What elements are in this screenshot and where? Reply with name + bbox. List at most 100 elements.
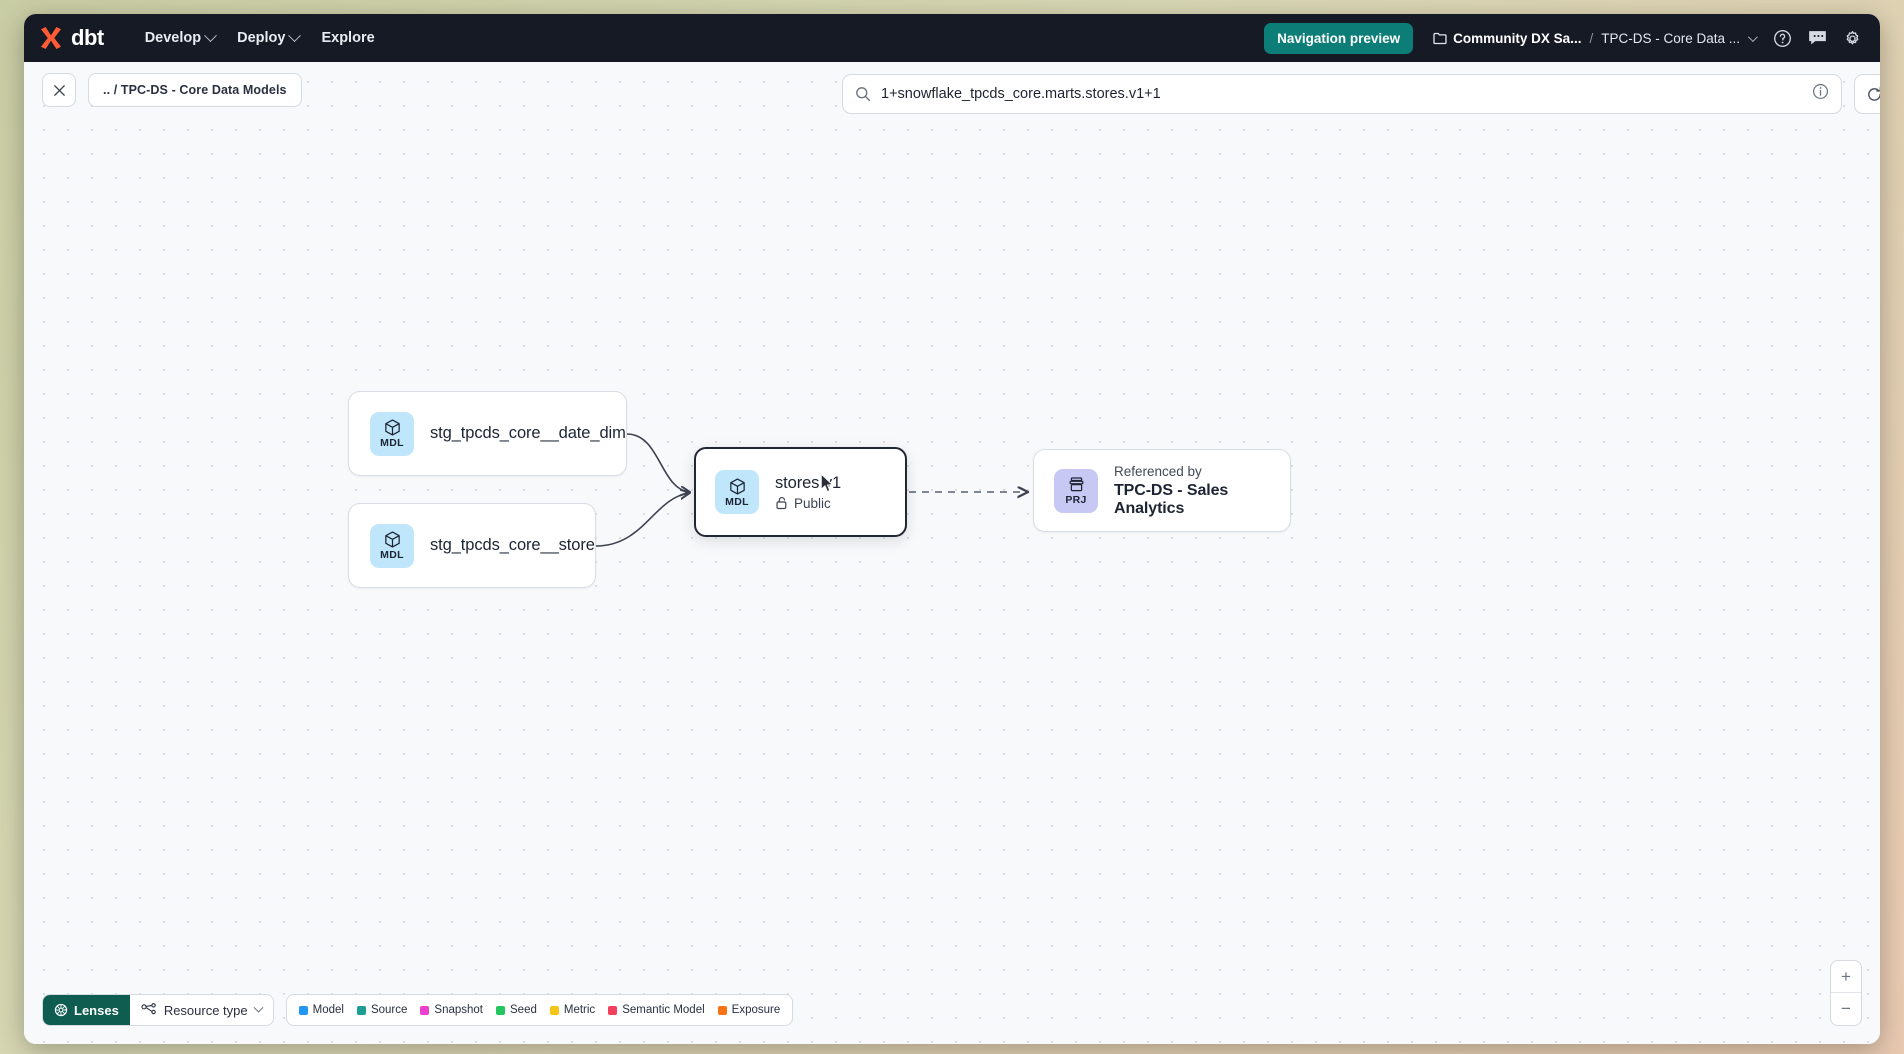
- legend-swatch: [717, 1005, 727, 1015]
- nodes-icon: [141, 1003, 156, 1015]
- legend-swatch: [549, 1005, 559, 1015]
- legend-item[interactable]: Snapshot: [420, 1004, 483, 1016]
- chevron-down-icon: [204, 28, 217, 42]
- model-badge: MDL: [370, 411, 414, 456]
- zoom-out-button[interactable]: −: [1841, 999, 1851, 1018]
- lenses-label: Lenses: [74, 1002, 119, 1018]
- legend-item[interactable]: Exposure: [717, 1004, 781, 1016]
- breadcrumb: Community DX Sa... / TPC-DS - Core Data …: [1433, 30, 1758, 46]
- legend-item[interactable]: Model: [298, 1004, 344, 1016]
- node-body: stg_tpcds_core__store: [430, 536, 595, 555]
- node-title: stg_tpcds_core__store: [430, 536, 595, 554]
- search-box[interactable]: [842, 74, 1842, 114]
- legend-label: Exposure: [731, 1004, 781, 1016]
- legend-swatch: [608, 1005, 618, 1015]
- chevron-down-icon: [253, 1002, 264, 1013]
- lineage-edges: [595, 433, 1880, 547]
- cube-icon: [729, 478, 745, 495]
- edge-store-to-stores: [595, 493, 689, 547]
- close-icon: [53, 84, 65, 96]
- refresh-icon: [1867, 86, 1880, 101]
- help-icon[interactable]: [1773, 29, 1792, 48]
- legend-label: Source: [370, 1004, 408, 1016]
- nav-explore-label: Explore: [321, 30, 375, 46]
- model-badge: MDL: [715, 470, 759, 514]
- lineage-search-area: [842, 74, 1880, 114]
- model-badge-label: MDL: [380, 437, 404, 450]
- nav-deploy-label: Deploy: [237, 30, 286, 46]
- graph-node-stg-date-dim[interactable]: MDL stg_tpcds_core__date_dim: [348, 391, 627, 476]
- navigation-preview-button[interactable]: Navigation preview: [1264, 22, 1414, 54]
- legend-swatch: [298, 1005, 308, 1015]
- project-breadcrumb-pill[interactable]: .. / TPC-DS - Core Data Models: [88, 73, 302, 107]
- legend-item[interactable]: Source: [356, 1004, 408, 1016]
- refresh-button[interactable]: [1854, 74, 1880, 114]
- nav-develop[interactable]: Develop: [134, 23, 226, 53]
- model-badge-label: MDL: [380, 549, 404, 562]
- lineage-graph: MDL stg_tpcds_core__date_dim MDL stg_tpc…: [24, 62, 1880, 1044]
- node-title: TPC-DS - Sales Analytics: [1114, 481, 1229, 517]
- search-icon: [856, 87, 871, 102]
- node-kicker: Referenced by: [1114, 463, 1202, 479]
- resource-type-dropdown[interactable]: Resource type: [129, 995, 273, 1025]
- nav-deploy[interactable]: Deploy: [226, 23, 310, 53]
- nav-develop-label: Develop: [144, 30, 202, 46]
- project-badge: PRJ: [1054, 468, 1098, 513]
- graph-node-referenced-by[interactable]: PRJ Referenced by TPC-DS - Sales Analyti…: [1033, 449, 1291, 532]
- graph-node-stores-v1[interactable]: MDL stores.v1 Public: [694, 447, 907, 537]
- lens-control-group: Lenses Resource type: [42, 994, 274, 1026]
- unlock-icon: [776, 496, 787, 510]
- lenses-button[interactable]: Lenses: [43, 995, 130, 1025]
- legend-label: Seed: [510, 1004, 537, 1016]
- lens-icon: [54, 1003, 68, 1017]
- node-access-row: Public: [775, 496, 841, 511]
- legend-label: Model: [312, 1004, 344, 1016]
- legend-label: Snapshot: [434, 1004, 484, 1016]
- close-button[interactable]: [42, 73, 76, 107]
- nav-explore[interactable]: Explore: [310, 23, 385, 53]
- project-badge-label: PRJ: [1065, 494, 1087, 507]
- breadcrumb-workspace-label: Community DX Sa...: [1453, 30, 1582, 46]
- nav-icon-group: [1773, 29, 1862, 48]
- dbt-logo[interactable]: dbt: [38, 25, 104, 51]
- zoom-controls: + −: [1830, 960, 1862, 1026]
- dbt-x-icon: [38, 26, 64, 50]
- legend-item[interactable]: Seed: [496, 1004, 537, 1016]
- browser-window: dbt Develop Deploy Explore Navigation pr…: [24, 14, 1880, 1044]
- legend-swatch: [496, 1005, 506, 1015]
- top-navigation-bar: dbt Develop Deploy Explore Navigation pr…: [24, 14, 1880, 62]
- model-badge: MDL: [370, 523, 414, 568]
- edge-date-dim-to-stores: [626, 433, 689, 492]
- resource-type-legend: Model Source Snapshot Seed Metric Semantic Mo…: [285, 994, 794, 1026]
- cube-icon: [384, 531, 400, 548]
- chevron-down-icon[interactable]: [1747, 31, 1758, 42]
- legend-item[interactable]: Metric: [549, 1004, 596, 1016]
- project-icon: [1069, 477, 1083, 492]
- search-input[interactable]: [881, 86, 1802, 102]
- chevron-down-icon: [288, 28, 302, 42]
- cube-icon: [384, 419, 400, 436]
- legend-swatch: [420, 1005, 430, 1015]
- breadcrumb-workspace[interactable]: Community DX Sa...: [1433, 31, 1581, 46]
- legend-swatch: [356, 1005, 366, 1015]
- node-body: stg_tpcds_core__date_dim: [430, 424, 626, 443]
- node-title: stores.v1: [775, 473, 842, 492]
- breadcrumb-project-label[interactable]: TPC-DS - Core Data ...: [1601, 30, 1740, 46]
- node-body: stores.v1 Public: [775, 474, 841, 511]
- lineage-canvas[interactable]: MDL stg_tpcds_core__date_dim MDL stg_tpc…: [24, 62, 1880, 1044]
- legend-label: Semantic Model: [622, 1004, 705, 1016]
- graph-node-stg-store[interactable]: MDL stg_tpcds_core__store: [348, 503, 596, 588]
- resource-type-label: Resource type: [163, 1002, 248, 1018]
- breadcrumb-separator: /: [1589, 30, 1594, 46]
- zoom-in-button[interactable]: +: [1831, 961, 1861, 993]
- settings-icon[interactable]: [1843, 29, 1862, 48]
- node-title: stg_tpcds_core__date_dim: [430, 424, 626, 442]
- legend-label: Metric: [563, 1004, 596, 1016]
- node-access-label: Public: [794, 495, 831, 511]
- info-icon[interactable]: [1812, 83, 1829, 105]
- folder-icon: [1433, 32, 1447, 44]
- feedback-icon[interactable]: [1808, 29, 1827, 47]
- model-badge-label: MDL: [725, 495, 749, 508]
- legend-item[interactable]: Semantic Model: [608, 1004, 705, 1016]
- lineage-toolbar: .. / TPC-DS - Core Data Models: [24, 62, 1880, 118]
